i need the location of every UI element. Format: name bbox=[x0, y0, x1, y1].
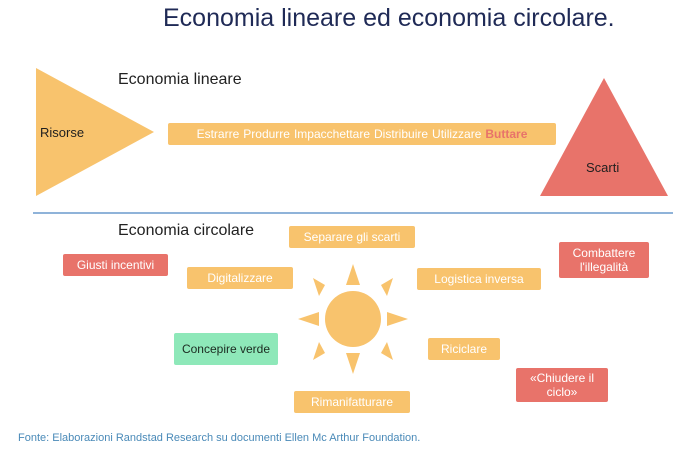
sun-icon bbox=[298, 264, 408, 374]
item-rimanifatturare: Rimanifatturare bbox=[294, 391, 410, 413]
section-divider bbox=[33, 212, 673, 214]
item-separare: Separare gli scarti bbox=[289, 226, 415, 248]
step-distribute: Distribuire bbox=[374, 127, 429, 141]
step-use: Utilizzare bbox=[432, 127, 482, 141]
resources-triangle bbox=[36, 68, 154, 196]
item-riciclare: Riciclare bbox=[428, 338, 500, 360]
page-title: Economia lineare ed economia circolare. bbox=[163, 4, 615, 32]
step-extract: Estrarre bbox=[196, 127, 240, 141]
item-logistica-inversa: Logistica inversa bbox=[417, 268, 541, 290]
source-note: Fonte: Elaborazioni Randstad Research su… bbox=[18, 432, 421, 444]
step-discard: Buttare bbox=[485, 127, 528, 141]
item-digitalizzare: Digitalizzare bbox=[187, 267, 293, 289]
linear-economy-label: Economia lineare bbox=[118, 71, 242, 88]
resources-label: Risorse bbox=[40, 125, 85, 140]
item-combattere-illegalita: Combattere l'illegalità bbox=[559, 242, 649, 278]
item-giusti-incentivi: Giusti incentivi bbox=[63, 254, 168, 276]
item-concepire-verde: Concepire verde bbox=[174, 333, 278, 365]
step-produce: Produrre bbox=[243, 127, 290, 141]
waste-label: Scarti bbox=[586, 160, 620, 175]
waste-triangle bbox=[540, 78, 668, 196]
step-package: Impacchettare bbox=[293, 127, 371, 141]
linear-flow-bar: Estrarre Produrre Impacchettare Distribu… bbox=[168, 123, 556, 145]
circular-economy-label: Economia circolare bbox=[118, 222, 255, 239]
item-chiudere-ciclo: «Chiudere il ciclo» bbox=[516, 368, 608, 402]
